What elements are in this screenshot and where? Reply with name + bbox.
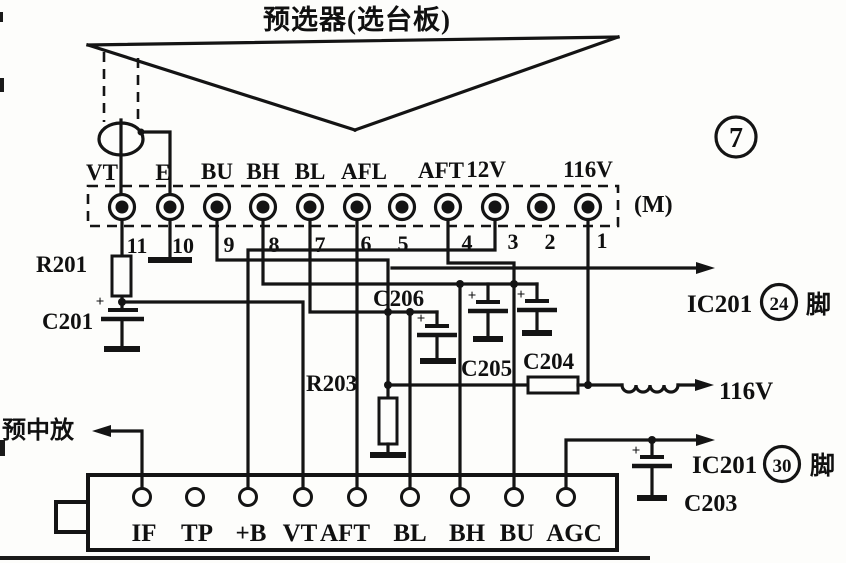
capacitor-c203: + C203 [632,438,737,517]
pin-label-bh: BH [246,159,279,184]
scan-artifact [0,440,5,456]
c205-label: C205 [461,356,512,381]
ic24-suffix: 脚 [806,291,831,319]
tuner-label-bh: BH [449,520,486,547]
c203-polarity: + [632,443,641,459]
choke-coil [620,383,680,394]
connector-pin-numbers: 11 10 9 8 7 6 5 4 3 2 1 [127,228,608,258]
tuner-label-tp: TP [181,520,213,547]
pin-number-10: 10 [172,233,194,258]
connector-pins [107,192,603,222]
input-coil [97,118,172,196]
pin-label-12v: 12V [466,157,506,182]
resistor-r203: R203 [306,371,406,458]
supply-116v-label: 116V [719,378,773,405]
capacitor-c201: + C201 [42,294,144,352]
c205-polarity: + [468,288,477,304]
capacitor-c204: + C204 [517,282,575,374]
annotation-ic201-pin30: IC201 30 脚 [692,444,835,484]
pin-number-6: 6 [361,231,372,256]
ic24-prefix: IC201 [687,291,752,318]
pin-label-aft: AFT [418,158,464,183]
c201-label: C201 [42,309,93,334]
pin-number-5: 5 [398,231,409,256]
tuner-label-aft: AFT [320,520,370,547]
arrowhead-116v [695,379,714,391]
r203-label: R203 [306,371,357,396]
tuner-label-bu: BU [500,520,535,547]
pin-label-e: E [155,160,170,185]
arrowhead-ic201-30 [696,434,715,446]
connector-pin-labels: VT E BU BH BL AFL AFT 12V 116V [86,157,613,185]
module-label: (M) [634,192,673,218]
tuner-pin-labels: IF TP +B VT AFT BL BH BU AGC [132,520,602,547]
wire-to-pre-if [109,429,144,490]
capacitor-c205: + C205 [461,282,512,381]
pin-number-8: 8 [269,232,280,257]
tuner-pins [132,487,576,507]
tuner-box: IF TP +B VT AFT BL BH BU AGC [54,473,619,552]
ic30-pin-number: 30 [773,456,792,477]
c201-polarity: + [96,294,105,310]
c203-label: C203 [684,491,737,517]
scan-artifact [0,12,3,22]
tuner-label-agc: AGC [546,520,602,547]
scan-artifact [0,556,650,560]
tuner-if-socket-tab [54,500,90,534]
page-badge-number: 7 [729,123,743,154]
annotation-ic201-pin24: IC201 24 脚 [687,282,831,322]
capacitor-c206: + C206 [373,286,457,364]
preselector-connector: VT E BU BH BL AFL AFT 12V 116V 11 10 9 8… [86,157,673,258]
wiring [92,218,715,490]
c204-polarity: + [517,287,526,303]
pin-number-7: 7 [315,232,326,257]
c206-label: C206 [373,286,424,311]
pin-label-bu: BU [201,159,233,184]
pin-label-afl: AFL [341,159,387,184]
ic30-prefix: IC201 [692,452,757,479]
ic30-suffix: 脚 [810,452,835,480]
c206-polarity: + [417,311,426,327]
pin-label-bl: BL [295,159,326,184]
pin-number-3: 3 [508,229,519,254]
series-resistor [526,375,580,395]
pin-label-116v: 116V [563,157,613,182]
pin-number-9: 9 [224,232,235,257]
tuner-label-if: IF [132,520,157,547]
tuner-label-bl: BL [393,520,426,547]
pin-number-4: 4 [462,230,473,255]
pin-number-2: 2 [545,229,556,254]
tuner-label-plusb: +B [236,520,267,547]
r201-label: R201 [36,252,87,277]
arrowhead-ic201-24 [696,262,715,274]
schematic-title: 预选器(选台板) [263,4,451,35]
antenna-symbol [85,34,621,133]
resistor-r201: R201 [36,252,133,298]
page-badge: 7 [714,115,758,159]
tuner-label-vt: VT [283,520,318,547]
pin-number-1: 1 [597,228,608,253]
arrowhead-pre-if [92,425,111,437]
scan-artifact [0,78,4,92]
c204-label: C204 [523,349,575,374]
pin-number-11: 11 [127,233,148,258]
ic24-pin-number: 24 [770,294,790,315]
pre-if-amp-label: 预中放 [2,416,75,444]
pin-label-vt: VT [86,160,118,185]
